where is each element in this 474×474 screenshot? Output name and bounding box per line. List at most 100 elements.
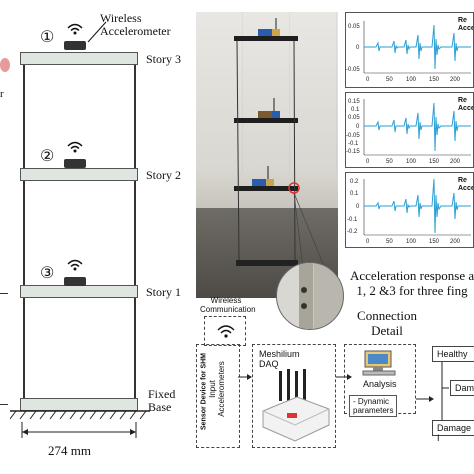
connection-detail-zoom [276, 262, 344, 330]
sensor-number-1: ① [40, 29, 55, 46]
story-3-label: Story 3 [146, 52, 182, 66]
wifi-icon [67, 23, 83, 35]
left-dash-2 [0, 404, 8, 405]
response-chart-3: 0.2 0.1 0 -0.1 -0.2 0 50 100 150 200 [347, 178, 471, 245]
photo-caption: Acceleration response a 1, 2 &3 for thre… [350, 268, 474, 298]
dynamic-parameters-label: - Dynamic parameters [349, 395, 398, 417]
healthy-box: Healthy [432, 346, 474, 362]
response-plot-1: 0.05 0 -0.05 0 50 100 150 200 Re Accele [345, 12, 474, 88]
story-2-label: Story 2 [146, 168, 182, 182]
flow-connectors [441, 362, 449, 420]
ytick-label: 0 [356, 204, 360, 210]
xtick-label: 150 [429, 77, 440, 83]
ground-hatch [10, 410, 150, 420]
sensor-pointer [87, 21, 107, 43]
xtick-label: 150 [429, 159, 440, 165]
xtick-label: 0 [366, 159, 370, 165]
plot-title-1: Re Accele [458, 17, 473, 32]
daq-router-icon [262, 369, 330, 442]
left-hand-marker [0, 58, 10, 72]
ytick-label: 0.05 [348, 24, 360, 30]
daq-label: Meshilium DAQ [259, 349, 300, 369]
analysis-box: Analysis - Dynamic parameters [344, 344, 416, 417]
flow-arrow-1 [238, 374, 252, 380]
fixed-base-label: Fixed Base [148, 387, 176, 414]
response-signal-3 [364, 178, 471, 234]
xtick-label: 200 [450, 77, 461, 83]
ytick-label: 0 [356, 124, 360, 130]
xtick-label: 100 [406, 159, 417, 165]
xtick-label: 50 [386, 239, 393, 245]
ytick-label: -0.05 [346, 67, 360, 73]
ytick-label: -0.15 [346, 149, 360, 155]
sensor-device-label: Sensor Device for SHM [200, 352, 208, 431]
ytick-label: 0.05 [348, 115, 360, 121]
story-1-label: Story 1 [146, 285, 182, 299]
sensor-2 [64, 140, 86, 168]
xtick-label: 0 [366, 239, 370, 245]
width-dimension [21, 422, 137, 438]
response-signal-1 [364, 24, 471, 70]
response-chart-1: 0.05 0 -0.05 0 50 100 150 200 [346, 21, 471, 83]
wireless-comm-label: Wireless Communication [200, 296, 256, 314]
ytick-label: 0.1 [351, 107, 360, 113]
ytick-label: -0.05 [346, 133, 360, 139]
response-signal-2 [364, 102, 471, 152]
sensor-number-2: ② [40, 148, 55, 165]
photo-frame [234, 18, 329, 277]
ytick-label: 0.15 [348, 99, 360, 105]
left-fragment-text: r [0, 88, 4, 100]
xtick-label: 150 [429, 239, 440, 245]
ytick-label: -0.1 [347, 217, 358, 223]
sensor-3 [64, 258, 86, 286]
sensor-body [64, 159, 86, 168]
flow-arrow-2 [336, 374, 352, 380]
ytick-label: -0.1 [348, 141, 359, 147]
connection-bolt-2 [301, 303, 307, 309]
flow-arrow-3 [416, 396, 434, 402]
slab-story-2 [20, 168, 138, 181]
ytick-label: 0.2 [350, 179, 359, 185]
slab-story-1 [20, 285, 138, 298]
response-plot-3: 0.2 0.1 0 -0.1 -0.2 0 50 100 150 200 Re … [345, 172, 474, 248]
damage-box: Dama [450, 380, 474, 396]
wireless-comm-box [204, 316, 246, 346]
xtick-label: 200 [450, 239, 461, 245]
plot-title-2: Re Accele [458, 97, 473, 112]
xtick-label: 50 [386, 77, 393, 83]
xtick-label: 100 [406, 239, 417, 245]
sensor-body [64, 41, 86, 50]
left-dash-1 [0, 293, 8, 294]
wifi-icon [217, 325, 235, 338]
sensor-number-3: ③ [40, 265, 55, 282]
connection-bolt-1 [301, 287, 307, 293]
right-column [134, 64, 136, 402]
sensor-1 [64, 22, 86, 50]
structure-photo [196, 12, 338, 298]
wifi-icon [67, 259, 83, 271]
slab-story-3 [20, 52, 138, 65]
ytick-label: 0.1 [350, 191, 359, 197]
sensor-device-box [196, 344, 240, 448]
xtick-label: 0 [366, 77, 370, 83]
xtick-label: 50 [386, 159, 393, 165]
left-column [23, 64, 25, 402]
daq-box: Meshilium DAQ [252, 344, 336, 448]
xtick-label: 100 [406, 77, 417, 83]
width-label: 274 mm [48, 443, 91, 458]
ytick-label: -0.2 [347, 229, 358, 235]
sensor-body [64, 277, 86, 286]
input-accelerometers-label: Input Accelerometers [208, 361, 226, 417]
computer-icon [362, 350, 396, 376]
ytick-label: 0 [356, 45, 360, 51]
connection-detail-label: Connection Detail [357, 308, 417, 338]
xtick-label: 200 [450, 159, 461, 165]
damage-identification-box: Damage I [432, 420, 474, 443]
plot-title-3: Re Accele [458, 177, 473, 192]
response-chart-2: 0.15 0.1 0.05 0 -0.05 -0.1 -0.15 0 50 10… [346, 99, 471, 165]
connection-bolt-plate [299, 263, 313, 329]
response-plot-2: 0.15 0.1 0.05 0 -0.05 -0.1 -0.15 0 50 10… [345, 92, 474, 168]
analysis-label: Analysis [363, 379, 397, 389]
wifi-icon [67, 141, 83, 153]
